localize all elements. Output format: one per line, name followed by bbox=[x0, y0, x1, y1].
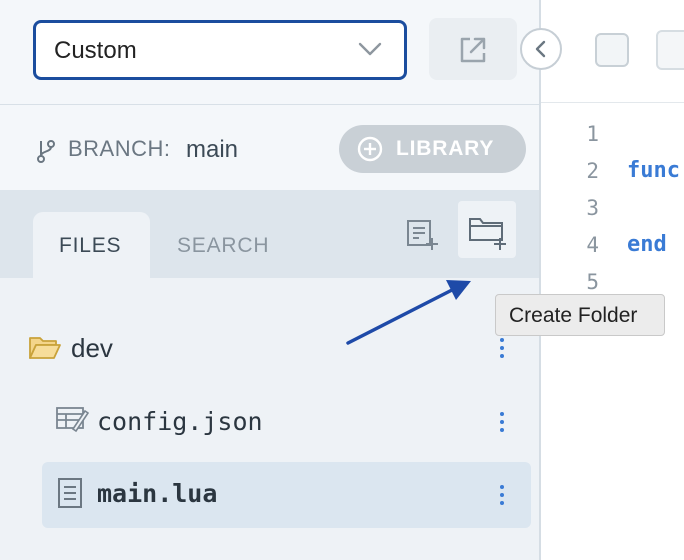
json-file-icon bbox=[56, 407, 89, 433]
library-button-label: LIBRARY bbox=[396, 137, 495, 160]
tree-item-file[interactable]: config.json bbox=[0, 389, 540, 455]
code-editor[interactable]: 1 2 3 4 5 func end bbox=[541, 0, 684, 560]
tab-search[interactable]: SEARCH bbox=[150, 212, 300, 278]
sidebar-header: Custom bbox=[0, 0, 540, 105]
template-select[interactable]: Custom bbox=[33, 20, 407, 80]
template-select-value: Custom bbox=[54, 37, 137, 64]
branch-row: BRANCH: main LIBRARY bbox=[0, 106, 540, 190]
branch-name[interactable]: main bbox=[186, 136, 239, 163]
new-folder-icon bbox=[469, 218, 506, 250]
library-button[interactable]: LIBRARY bbox=[339, 125, 526, 173]
chevron-left-icon bbox=[535, 40, 546, 58]
tab-files[interactable]: FILES bbox=[33, 212, 150, 278]
tree-item-label: main.lua bbox=[97, 479, 218, 508]
line-number: 2 bbox=[586, 159, 599, 183]
collapse-sidebar-button[interactable] bbox=[520, 28, 562, 70]
editor-toolbar-button[interactable] bbox=[656, 30, 684, 70]
code-line: end bbox=[627, 232, 667, 257]
tree-item-label: dev bbox=[71, 333, 113, 363]
folder-open-icon bbox=[29, 337, 61, 359]
pane-divider[interactable] bbox=[539, 0, 541, 560]
line-number: 3 bbox=[586, 196, 599, 220]
file-tree: dev config.json main.lua bbox=[0, 278, 540, 560]
external-link-icon bbox=[460, 37, 486, 63]
tooltip: Create Folder bbox=[495, 294, 665, 336]
tree-item-label: config.json bbox=[97, 407, 263, 436]
code-line: func bbox=[627, 158, 680, 183]
new-file-button[interactable] bbox=[405, 218, 447, 260]
kebab-menu-icon[interactable] bbox=[499, 338, 505, 362]
kebab-menu-icon[interactable] bbox=[499, 412, 505, 436]
line-number: 5 bbox=[586, 270, 599, 294]
kebab-menu-icon[interactable] bbox=[499, 485, 505, 509]
sidebar-tabs: FILES SEARCH bbox=[0, 190, 540, 278]
plus-circle-icon bbox=[357, 136, 383, 162]
file-icon bbox=[58, 478, 82, 508]
new-file-icon bbox=[407, 220, 438, 250]
tab-search-label: SEARCH bbox=[177, 234, 270, 257]
branch-label: BRANCH: bbox=[68, 136, 171, 161]
chevron-down-icon bbox=[358, 42, 382, 56]
editor-toolbar bbox=[541, 0, 684, 103]
file-sidebar: Custom BRANCH: main LIBRA bbox=[0, 0, 540, 560]
tooltip-text: Create Folder bbox=[509, 304, 638, 327]
editor-checkbox[interactable] bbox=[595, 33, 629, 67]
tree-item-folder[interactable]: dev bbox=[0, 315, 540, 381]
git-branch-icon bbox=[37, 140, 55, 163]
tab-files-label: FILES bbox=[59, 234, 122, 257]
tree-item-file-selected[interactable]: main.lua bbox=[42, 462, 531, 528]
line-number: 1 bbox=[586, 122, 599, 146]
new-folder-button[interactable] bbox=[458, 201, 516, 258]
open-external-button[interactable] bbox=[429, 18, 517, 80]
line-number: 4 bbox=[586, 233, 599, 257]
